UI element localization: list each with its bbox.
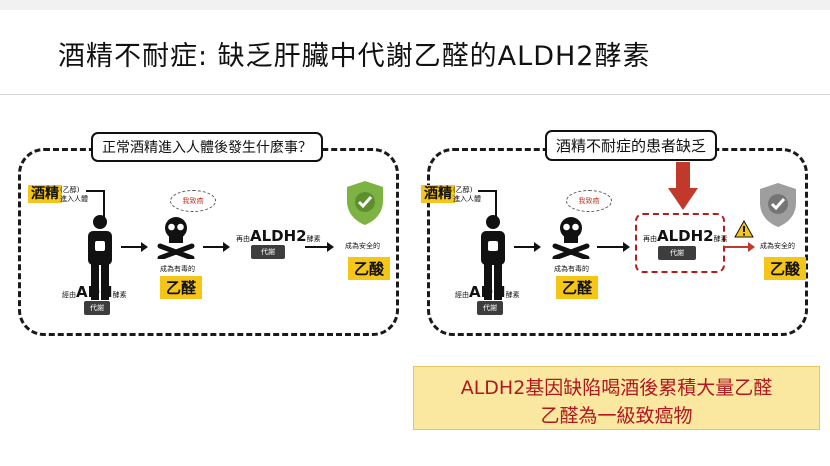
- left-entry-connector: [86, 190, 105, 220]
- left-adh-prefix: 經由: [62, 291, 76, 299]
- left-panel-caption: 正常酒精進入人體後發生什麼事？: [91, 132, 323, 162]
- left-carcinogen-bubble: 我致癌: [170, 190, 216, 212]
- left-alcohol-note-1: (乙醇): [60, 186, 80, 194]
- right-carcinogen-bubble: 我致癌: [566, 190, 612, 212]
- right-safe-label: 成為安全的: [760, 242, 795, 250]
- right-arrow-3: [724, 242, 755, 252]
- red-down-arrow-icon: [668, 162, 698, 210]
- right-panel-caption: 酒精不耐症的患者缺乏: [545, 130, 718, 161]
- right-arrow-2: [597, 242, 630, 252]
- right-aldh2-text: 再由ALDH2酵素: [643, 227, 728, 245]
- left-adh-suffix: 酵素: [112, 291, 127, 299]
- left-aldh2-suffix: 酵素: [306, 235, 321, 243]
- conclusion-line-1: ALDH2基因缺陷喝酒後累積大量乙醛: [460, 377, 773, 399]
- warning-icon: [734, 220, 754, 238]
- left-alcohol-note: (乙醇) 進入人體: [60, 186, 88, 204]
- left-adh-text: 經由ADH酵素: [62, 283, 127, 301]
- right-aldh2-prefix: 再由: [643, 235, 657, 243]
- left-alcohol-note-2: 進入人體: [60, 195, 88, 203]
- right-toxic-label: 成為有毒的: [554, 265, 589, 273]
- conclusion-box: ALDH2基因缺陷喝酒後累積大量乙醛 乙醛為一級致癌物: [413, 366, 820, 430]
- left-arrow-3: [305, 242, 334, 252]
- right-arrow-1: [514, 242, 541, 252]
- missing-aldh2-box: [635, 213, 725, 273]
- right-acetic-acid: 乙酸: [764, 257, 807, 280]
- left-aldh2-text: 再由ALDH2酵素: [236, 227, 321, 245]
- right-person-icon: [481, 215, 505, 300]
- right-alcohol-note-2: 進入人體: [453, 195, 481, 203]
- right-aldh2-suffix: 酵素: [713, 235, 728, 243]
- right-entry-connector: [478, 190, 497, 220]
- right-adh: ADH: [469, 283, 506, 301]
- right-shield-check-icon: [760, 183, 796, 227]
- right-metab-tag-2: 代謝: [658, 246, 696, 260]
- right-metab-tag-1: 代謝: [477, 301, 503, 315]
- conclusion-line-2: 乙醛為一級致癌物: [540, 405, 693, 427]
- left-alcohol-label-group: 酒精: [28, 183, 62, 203]
- left-aldh2: ALDH2: [250, 227, 307, 245]
- right-adh-text: 經由ADH酵素: [455, 283, 520, 301]
- right-acetaldehyde: 乙醛: [556, 276, 599, 299]
- left-adh: ADH: [76, 283, 113, 301]
- left-aldh2-prefix: 再由: [236, 235, 250, 243]
- right-skull-icon: [552, 217, 590, 259]
- left-acetic-acid: 乙酸: [348, 257, 391, 280]
- left-arrow-2: [203, 242, 230, 252]
- top-bar: [0, 0, 830, 10]
- left-skull-icon: [157, 217, 195, 259]
- left-person-icon: [88, 215, 112, 300]
- left-shield-check-icon: [347, 181, 383, 225]
- left-metab-tag-2: 代謝: [251, 245, 285, 259]
- left-toxic-label: 成為有毒的: [160, 265, 195, 273]
- right-alcohol-label-group: 酒精: [421, 183, 455, 203]
- slide-title: 酒精不耐症: 缺乏肝臟中代謝乙醛的ALDH2酵素: [58, 41, 651, 72]
- left-arrow-1: [121, 242, 148, 252]
- left-acetaldehyde: 乙醛: [160, 276, 203, 299]
- title-divider: [0, 94, 830, 95]
- left-alcohol-label: 酒精: [28, 185, 62, 203]
- left-safe-label: 成為安全的: [345, 242, 380, 250]
- right-aldh2: ALDH2: [657, 227, 714, 245]
- right-adh-prefix: 經由: [455, 291, 469, 299]
- right-alcohol-label: 酒精: [421, 185, 455, 203]
- right-alcohol-note-1: (乙醇): [453, 186, 473, 194]
- right-adh-suffix: 酵素: [505, 291, 520, 299]
- left-metab-tag-1: 代謝: [84, 301, 110, 315]
- right-alcohol-note: (乙醇) 進入人體: [453, 186, 481, 204]
